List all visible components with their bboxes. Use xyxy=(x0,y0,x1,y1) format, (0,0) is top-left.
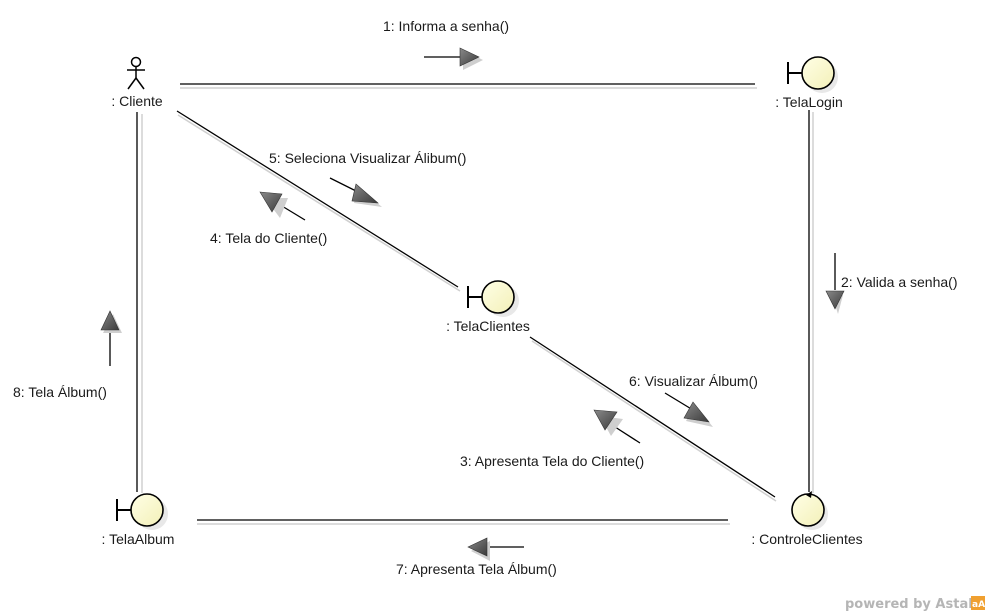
watermark-text: powered by Astah xyxy=(845,597,977,612)
arrow-m7 xyxy=(467,537,524,561)
link-telaclientes-controleclientes[interactable] xyxy=(529,336,777,502)
message-label-m3: 3: Apresenta Tela do Cliente() xyxy=(460,453,644,469)
message-arrows xyxy=(100,47,845,561)
message-label-m7: 7: Apresenta Tela Álbum() xyxy=(396,561,557,577)
object-cliente[interactable]: : Cliente xyxy=(111,56,163,110)
message-label-m4: 4: Tela do Cliente() xyxy=(210,230,327,246)
message-labels: 1: Informa a senha() 2: Valida a senha()… xyxy=(13,18,957,577)
arrow-m6 xyxy=(664,392,713,427)
arrow-m2 xyxy=(825,253,845,314)
link-cliente-telaalbum[interactable] xyxy=(136,112,143,493)
message-label-m8: 8: Tela Álbum() xyxy=(13,384,107,400)
object-telalogin[interactable]: : TelaLogin xyxy=(775,56,843,110)
watermark: powered by Astah aA xyxy=(845,596,985,612)
message-label-m5: 5: Seleciona Visualizar Álibum() xyxy=(269,150,466,166)
boundary-icon xyxy=(467,280,519,317)
links xyxy=(136,83,814,525)
message-label-m6: 6: Visualizar Álbum() xyxy=(629,373,758,389)
object-label-controleclientes: : ControleClientes xyxy=(751,531,862,547)
link-cliente-telaclientes[interactable] xyxy=(176,110,461,292)
boundary-icon xyxy=(116,493,168,530)
actor-icon xyxy=(127,56,145,90)
message-label-m2: 2: Valida a senha() xyxy=(841,274,957,290)
object-label-telalogin: : TelaLogin xyxy=(775,94,842,110)
control-icon xyxy=(791,491,828,530)
object-telaclientes[interactable]: : TelaClientes xyxy=(446,280,530,334)
object-label-cliente: : Cliente xyxy=(111,93,163,109)
arrow-m1 xyxy=(424,47,483,70)
astah-logo-icon: aA xyxy=(971,596,985,610)
message-label-m1: 1: Informa a senha() xyxy=(383,18,509,34)
arrow-m5 xyxy=(329,177,382,207)
arrow-m8 xyxy=(100,310,122,366)
link-cliente-telalogin[interactable] xyxy=(180,83,757,89)
link-telalogin-controleclientes[interactable] xyxy=(808,110,814,493)
object-label-telaclientes: : TelaClientes xyxy=(446,318,530,334)
object-controleclientes[interactable]: : ControleClientes xyxy=(751,491,863,547)
link-telaalbum-controleclientes[interactable] xyxy=(197,519,730,525)
svg-text:aA: aA xyxy=(972,600,985,610)
arrow-m4 xyxy=(259,191,306,221)
arrow-m3 xyxy=(593,409,641,444)
boundary-icon xyxy=(787,56,838,93)
object-telaalbum[interactable]: : TelaAlbum xyxy=(102,493,175,547)
object-label-telaalbum: : TelaAlbum xyxy=(102,531,175,547)
